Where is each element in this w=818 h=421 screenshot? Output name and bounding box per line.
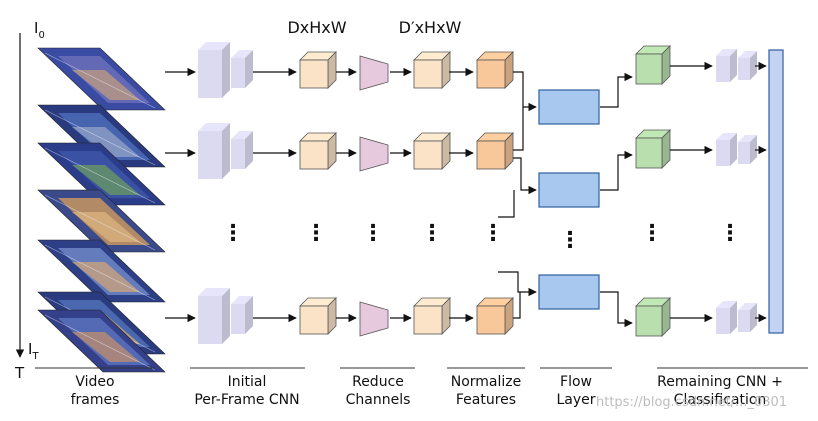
- time-axis-label: T: [14, 364, 25, 382]
- remaining-feature-cube: [635, 129, 671, 169]
- feature-cube: [299, 51, 337, 89]
- ellipsis-cnn: ⋮: [222, 221, 244, 246]
- initial-cnn-block: [198, 123, 230, 179]
- remaining-feature-cube: [635, 45, 671, 85]
- initial-cnn-block-small: [231, 131, 253, 169]
- stage-flow-line1: Flow: [560, 374, 592, 390]
- reduce-channels-layer: [359, 136, 389, 172]
- remaining-cnn-block: [716, 49, 737, 82]
- remaining-cnn-block-small: [738, 303, 757, 332]
- time-label-it: IT: [28, 340, 39, 362]
- reduced-feature-cube: [413, 297, 451, 335]
- watermark: https://blog.csdn.net/..._0301: [596, 395, 787, 410]
- network-row: [165, 42, 514, 98]
- flow-layer-box: [538, 172, 600, 208]
- video-frame: [37, 104, 166, 168]
- video-frames-stack: [37, 47, 166, 373]
- stage-video-frames-line1: Video: [75, 374, 114, 390]
- initial-cnn-block: [198, 42, 230, 98]
- classifier-bar: [768, 49, 784, 334]
- stage-remaining-line1: Remaining CNN +: [657, 374, 783, 390]
- stage-video-frames-line2: frames: [71, 392, 120, 408]
- stage-remaining-line2: Classification: [674, 392, 767, 408]
- ellipsis-normalize: ⋮: [482, 221, 504, 246]
- feature-cube: [299, 132, 337, 170]
- stage-normalize-line1: Normalize: [451, 374, 522, 390]
- time-axis: I0 IT T: [14, 19, 45, 382]
- ellipsis-feature: ⋮: [305, 221, 327, 246]
- flow-layer-box: [538, 274, 600, 310]
- stage-normalize-line2: Features: [456, 392, 516, 408]
- flow-layer-box: [538, 89, 600, 125]
- video-frame: [37, 47, 166, 111]
- ellipsis-row: ⋮ ⋮ ⋮ ⋮ ⋮ ⋮ ⋮ ⋮: [222, 221, 741, 253]
- remaining-cnn-row: [635, 45, 767, 85]
- ellipsis-remaining-cnn: ⋮: [719, 221, 741, 246]
- feature-cube: [299, 297, 337, 335]
- reduce-channels-layer: [359, 55, 389, 91]
- stage-initial-cnn-line1: Initial: [228, 374, 267, 390]
- remaining-cnn-row: [635, 129, 767, 169]
- remaining-feature-cube: [635, 297, 671, 337]
- dims-out-label: D′xHxW: [399, 18, 462, 37]
- stage-flow-line2: Layer: [556, 392, 595, 408]
- initial-cnn-block: [198, 288, 230, 344]
- ellipsis-flow: ⋮: [559, 228, 581, 253]
- initial-cnn-block-small: [231, 50, 253, 88]
- ellipsis-reduce: ⋮: [362, 221, 384, 246]
- video-frame: [37, 239, 166, 303]
- reduce-channels-layer: [359, 301, 389, 337]
- initial-cnn-block-small: [231, 296, 253, 334]
- reduced-feature-cube: [413, 51, 451, 89]
- stage-reduce-line1: Reduce: [352, 374, 404, 390]
- time-label-i0: I0: [34, 19, 45, 41]
- remaining-cnn-block-small: [738, 135, 757, 164]
- normalize-cube: [476, 297, 514, 335]
- remaining-cnn-block: [716, 133, 737, 166]
- video-frame: [37, 142, 166, 206]
- stage-reduce-line2: Channels: [346, 392, 411, 408]
- stage-labels: Video frames Initial Per-Frame CNN Reduc…: [35, 367, 808, 408]
- network-rows: [165, 42, 514, 344]
- normalize-cube: [476, 51, 514, 89]
- flow-connections: [498, 45, 767, 337]
- video-frame: [37, 189, 166, 253]
- video-frame: [37, 309, 166, 373]
- network-row: [165, 288, 514, 344]
- ellipsis-reduced-feature: ⋮: [421, 221, 443, 246]
- stage-initial-cnn-line2: Per-Frame CNN: [194, 392, 299, 408]
- remaining-cnn-block-small: [738, 51, 757, 80]
- remaining-cnn-row: [635, 297, 767, 337]
- network-row: [165, 123, 514, 179]
- dims-in-label: DxHxW: [287, 18, 346, 37]
- reduced-feature-cube: [413, 132, 451, 170]
- ellipsis-remaining: ⋮: [641, 221, 663, 246]
- normalize-cube: [476, 132, 514, 170]
- remaining-cnn-block: [716, 301, 737, 334]
